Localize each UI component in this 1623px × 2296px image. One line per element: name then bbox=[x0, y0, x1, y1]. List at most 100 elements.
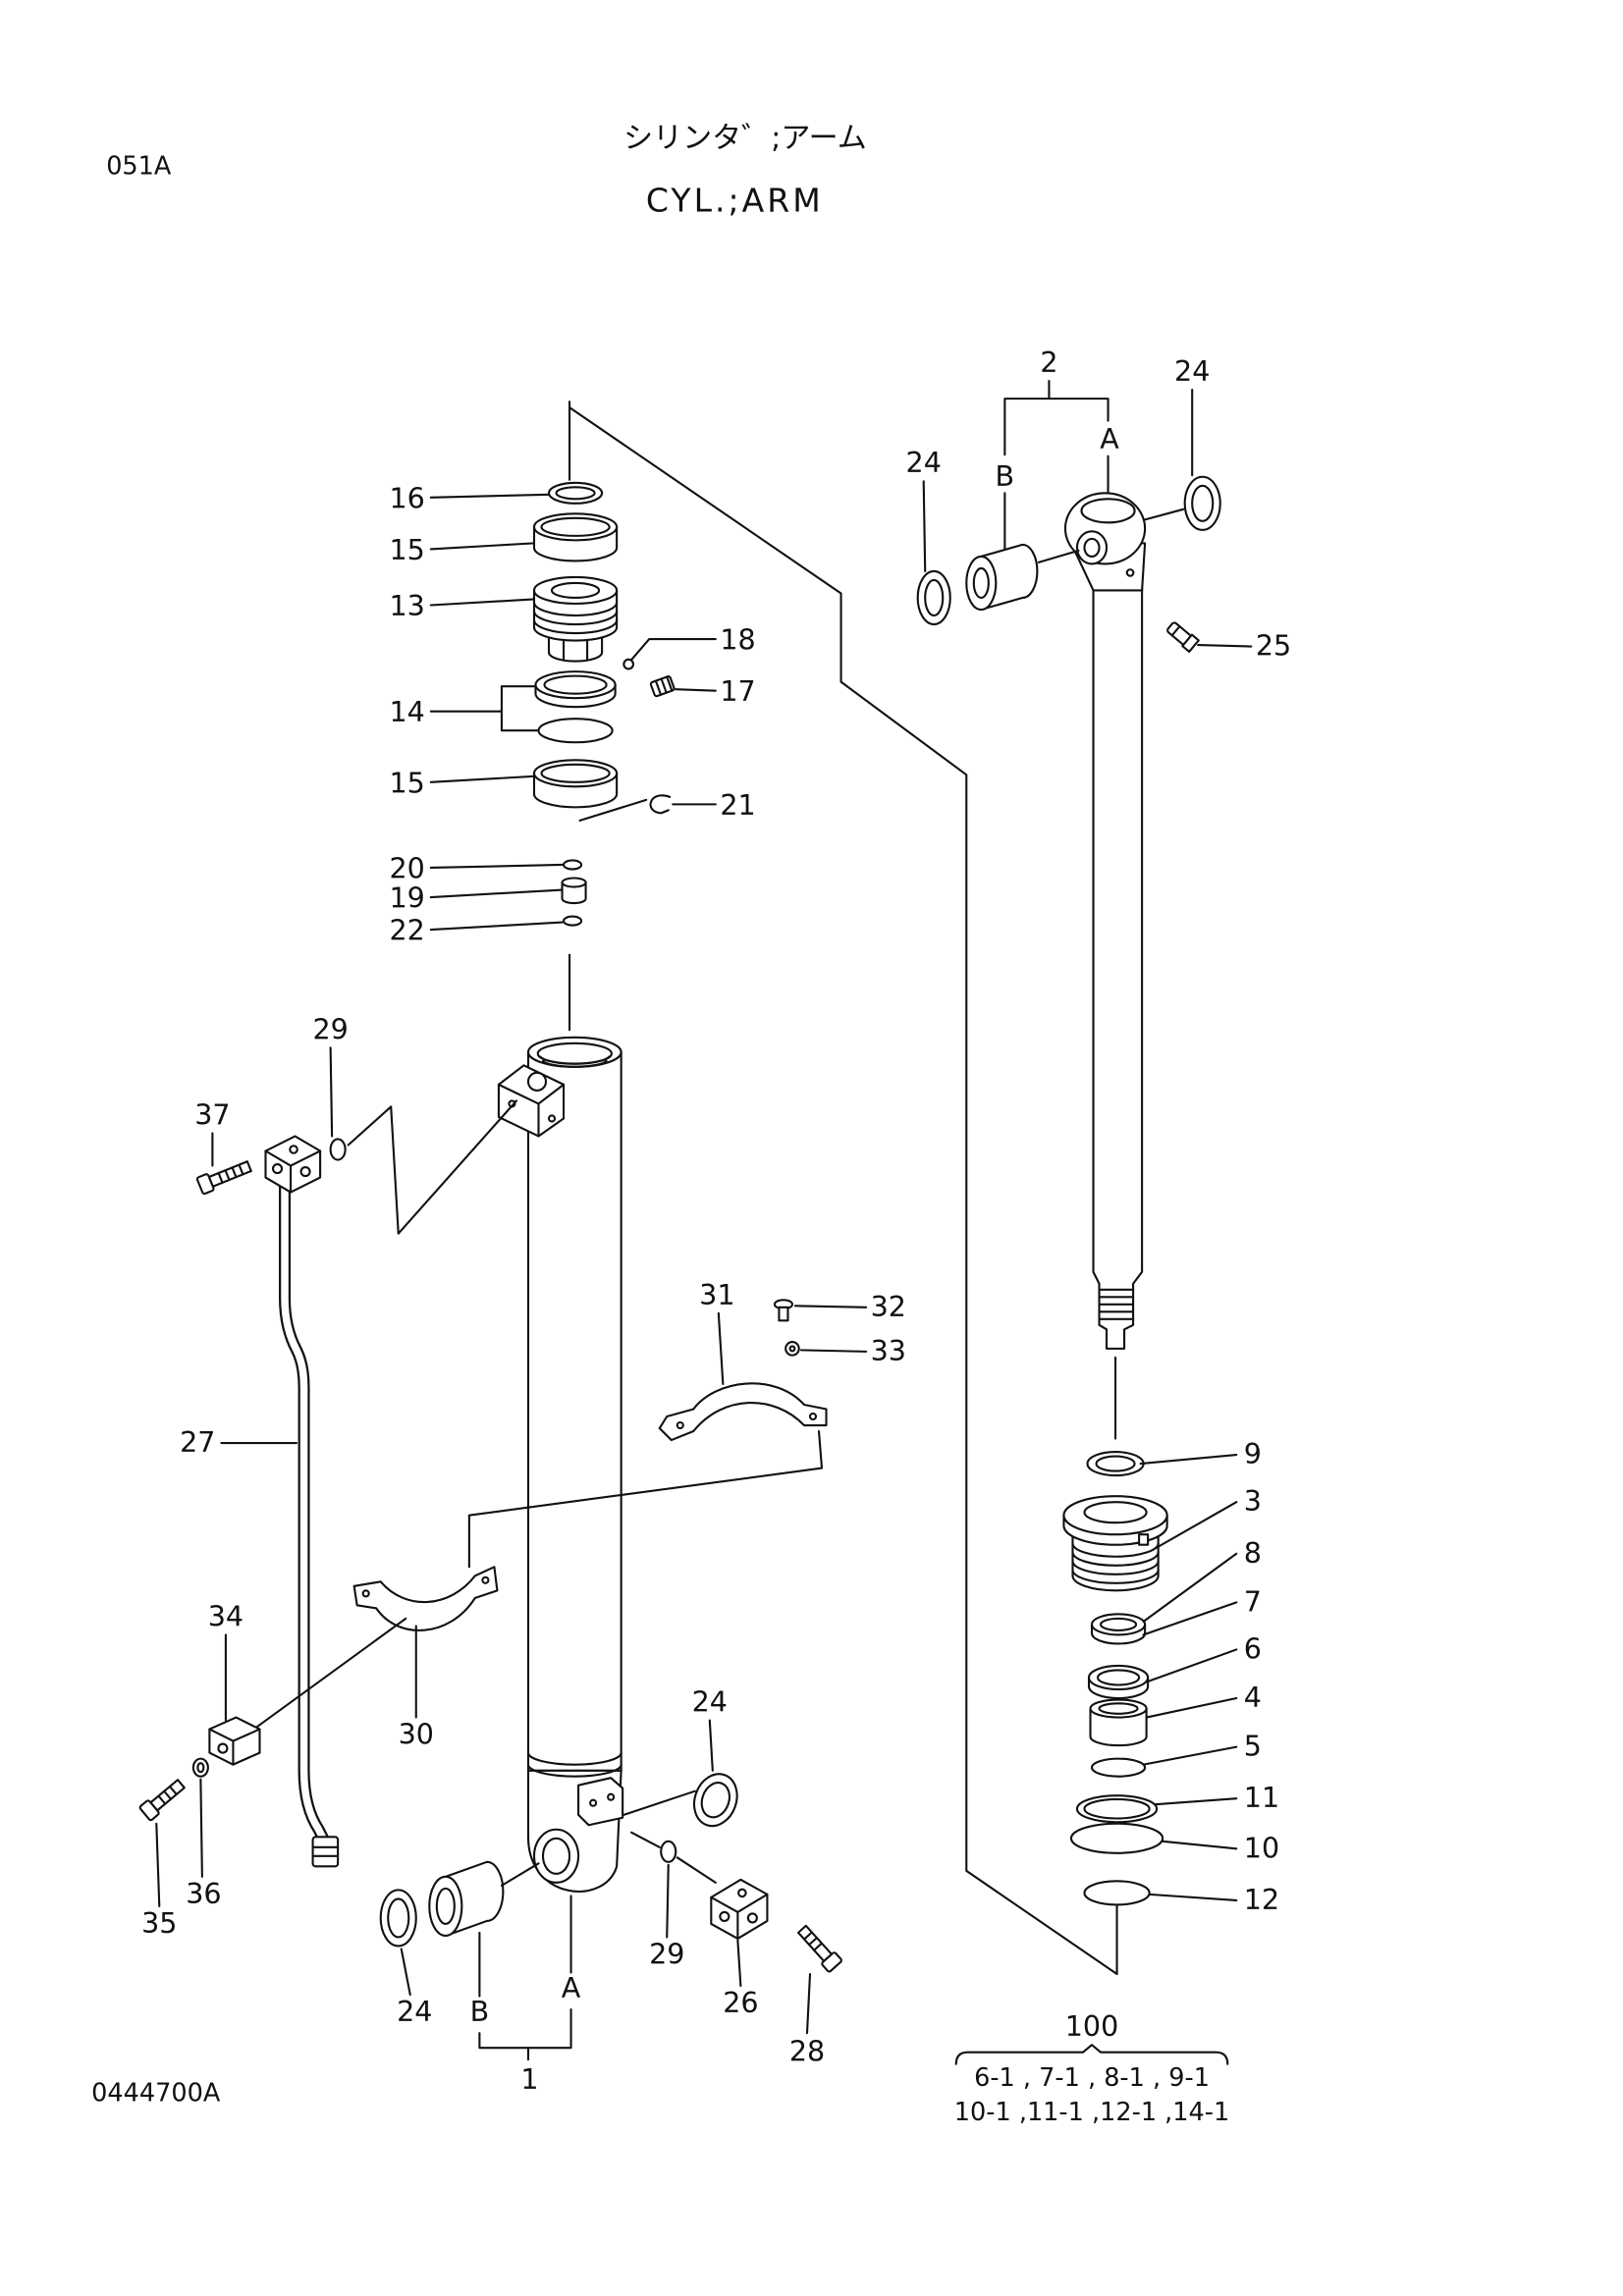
bushing-to-tube-eye-line bbox=[500, 1862, 540, 1887]
part-37-bolt bbox=[195, 1160, 252, 1196]
part-29-oring-upper bbox=[329, 1138, 347, 1161]
kit-label-100: 100 bbox=[1065, 2009, 1119, 2043]
kit-contents-line-1: 6-1 , 7-1 , 8-1 , 9-1 bbox=[974, 2063, 1210, 2093]
callout-35: 35 bbox=[141, 1906, 177, 1940]
part-9-ring bbox=[1086, 1451, 1145, 1477]
part-17-set-screw bbox=[649, 675, 676, 698]
callout-13: 13 bbox=[389, 589, 424, 622]
callout-37: 37 bbox=[194, 1097, 230, 1131]
callout-b-top: B bbox=[996, 459, 1015, 493]
callout-32: 32 bbox=[871, 1290, 906, 1323]
callout-a-bottom: A bbox=[562, 1971, 581, 2004]
callout-31: 31 bbox=[699, 1278, 734, 1311]
part-30-clamp bbox=[352, 1566, 499, 1631]
part-1-bushing-b bbox=[428, 1860, 505, 1938]
part-5-ring bbox=[1090, 1757, 1147, 1778]
callout-8: 8 bbox=[1244, 1536, 1262, 1570]
leader-33 bbox=[799, 1349, 868, 1353]
clamp-connection-line bbox=[467, 1429, 824, 1569]
part-8-7-seal-rings bbox=[1090, 1613, 1147, 1645]
part-31-clamp bbox=[658, 1382, 828, 1442]
part-32-screw bbox=[773, 1299, 794, 1322]
right-leaders bbox=[1139, 1454, 1238, 1901]
part-13-piston bbox=[532, 575, 619, 663]
callout-22: 22 bbox=[389, 914, 424, 947]
part-22-ring bbox=[562, 915, 583, 927]
bracket-2 bbox=[1003, 380, 1109, 456]
part-20-ring bbox=[562, 859, 583, 871]
part-16-ring bbox=[547, 481, 604, 505]
part-24-seal-right-bottom bbox=[692, 1773, 738, 1828]
callout-7: 7 bbox=[1244, 1584, 1262, 1618]
bottom-leaders bbox=[400, 1719, 812, 2061]
ring-to-clip-line bbox=[578, 798, 648, 822]
port-connection-line bbox=[347, 1099, 518, 1235]
title-japanese: シリンタ゛;アーム bbox=[623, 122, 867, 156]
part-12-ring bbox=[1083, 1880, 1151, 1906]
callout-b-bottom: B bbox=[470, 1995, 490, 2028]
callout-33: 33 bbox=[871, 1334, 906, 1367]
callout-24-left-top: 24 bbox=[906, 446, 942, 479]
title-english: CYL.;ARM bbox=[646, 181, 824, 219]
part-26-block bbox=[710, 1878, 769, 1941]
part-15-wear-ring-lower bbox=[532, 759, 619, 809]
part-10-ring bbox=[1069, 1822, 1164, 1854]
sheet-code: 051A bbox=[106, 152, 172, 182]
callout-26: 26 bbox=[723, 1986, 758, 2019]
part-1-cylinder-tube bbox=[497, 1036, 624, 1893]
callout-17: 17 bbox=[720, 674, 755, 708]
callout-36: 36 bbox=[186, 1877, 221, 1910]
part-14-seal-lower bbox=[537, 718, 614, 744]
leader-31 bbox=[717, 1311, 725, 1385]
part-33-washer bbox=[784, 1341, 800, 1357]
callout-3: 3 bbox=[1244, 1484, 1262, 1518]
part-24-seal-right-top bbox=[1183, 475, 1221, 531]
part-6-ring bbox=[1087, 1664, 1150, 1700]
tube-to-seal-line bbox=[622, 1789, 696, 1816]
part-27-pipe bbox=[279, 1174, 340, 1868]
callout-19: 19 bbox=[389, 881, 424, 915]
callout-5: 5 bbox=[1244, 1730, 1262, 1763]
port-lower-connection-line bbox=[630, 1831, 717, 1884]
part-28-bolt bbox=[796, 1924, 842, 1973]
callout-16: 16 bbox=[389, 481, 424, 514]
callout-24-right-bottom: 24 bbox=[692, 1685, 728, 1719]
callout-34: 34 bbox=[208, 1599, 243, 1632]
callout-21: 21 bbox=[720, 788, 755, 822]
part-2-piston-rod bbox=[1063, 492, 1147, 1350]
callout-12: 12 bbox=[1244, 1883, 1279, 1916]
callout-29-upper: 29 bbox=[312, 1012, 348, 1045]
part-pipe-clamp-block-upper bbox=[264, 1135, 322, 1194]
drawing-number: 0444700A bbox=[91, 2078, 221, 2108]
clamp-to-block-line bbox=[252, 1617, 407, 1731]
leader-36 bbox=[199, 1778, 203, 1878]
part-35-bolt bbox=[138, 1779, 186, 1822]
assembly-path-line bbox=[568, 406, 1118, 1976]
callout-15-lower: 15 bbox=[389, 766, 424, 799]
part-25-grease-fitting bbox=[1166, 621, 1200, 653]
part-19-collar bbox=[561, 877, 587, 905]
part-15-wear-ring-upper bbox=[532, 512, 619, 562]
callout-18: 18 bbox=[720, 623, 755, 657]
callout-20: 20 bbox=[389, 852, 424, 885]
eye-to-seal-line bbox=[1144, 507, 1185, 521]
callout-24-right-top: 24 bbox=[1174, 354, 1210, 388]
callout-24-left-bottom: 24 bbox=[397, 1995, 432, 2028]
left-stack-leaders bbox=[429, 493, 717, 932]
part-24-seal-left-top bbox=[916, 569, 951, 626]
kit-contents-line-2: 10-1 ,11-1 ,12-1 ,14-1 bbox=[954, 2098, 1229, 2127]
callout-27: 27 bbox=[180, 1425, 215, 1459]
callout-2: 2 bbox=[1040, 346, 1057, 379]
callout-15-upper: 15 bbox=[389, 533, 424, 566]
part-24-seal-left-bottom bbox=[379, 1889, 417, 1948]
part-11-ring bbox=[1075, 1794, 1159, 1824]
callout-30: 30 bbox=[399, 1718, 434, 1751]
part-14-seal-upper bbox=[534, 670, 617, 709]
callout-14: 14 bbox=[389, 695, 424, 728]
callout-a-top: A bbox=[1100, 422, 1119, 455]
part-21-clip bbox=[649, 794, 672, 815]
part-4-bushing bbox=[1089, 1698, 1148, 1747]
part-36-washer bbox=[191, 1757, 209, 1778]
part-18-ball bbox=[622, 658, 635, 670]
